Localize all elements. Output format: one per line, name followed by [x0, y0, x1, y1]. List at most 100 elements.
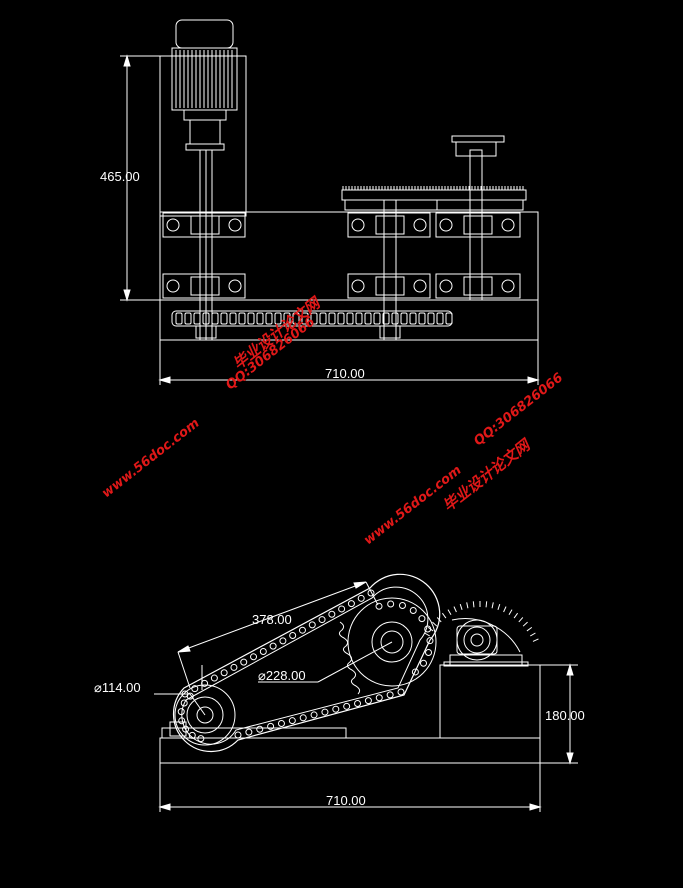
chain-roller — [321, 708, 329, 716]
chain-roller — [267, 722, 275, 730]
dim-label-465: 465.00 — [100, 169, 140, 184]
chain-roller — [298, 626, 306, 634]
chain-roller — [425, 648, 433, 656]
dim-label-top-710: 710.00 — [325, 366, 365, 381]
chain-link — [301, 312, 309, 325]
chain-roller — [332, 705, 340, 713]
bearing-block — [162, 273, 246, 299]
chain-link — [400, 312, 408, 325]
bearing-block — [347, 273, 431, 299]
chain-roller — [424, 625, 432, 633]
chain-roller — [364, 697, 372, 705]
chain-roller — [210, 674, 218, 682]
bottom-view: 378.00 ⌀114.00 ⌀228.00 180.00 — [94, 573, 585, 812]
chain-roller — [191, 685, 199, 693]
chain-roller — [188, 731, 196, 739]
chain-link — [229, 312, 237, 325]
chain-roller — [186, 692, 194, 700]
chain-link — [274, 312, 282, 325]
chain-link — [319, 312, 327, 325]
chain-roller — [178, 717, 186, 725]
chain-roller — [426, 637, 434, 645]
chain-bottom — [172, 573, 441, 753]
dim-width-top — [158, 300, 540, 385]
chain-roller — [409, 606, 417, 614]
motor — [171, 19, 238, 151]
chain-link — [418, 312, 426, 325]
dim-label-114: ⌀114.00 — [94, 680, 141, 695]
dim-label-180: 180.00 — [545, 708, 585, 723]
gear-pair — [341, 186, 527, 211]
chain-link — [346, 312, 354, 325]
chain-link — [382, 312, 390, 325]
chain-link — [256, 312, 264, 325]
bearing-block — [435, 273, 521, 299]
sector-gear-tooth — [497, 603, 501, 610]
sector-gear-tooth — [447, 609, 452, 616]
chain-roller — [256, 725, 264, 733]
chain-roller — [220, 669, 228, 677]
chain-link — [283, 312, 291, 325]
bearing-right — [443, 619, 529, 667]
chain-roller — [308, 621, 316, 629]
watermarks: 毕业设计论文网 QQ:306826066 www.56doc.com QQ:30… — [99, 292, 566, 548]
chain-link — [436, 312, 444, 325]
chain-roller — [277, 720, 285, 728]
sector-gear-arc — [451, 618, 521, 653]
chain-link — [211, 312, 219, 325]
sector-gear-tooth — [513, 612, 519, 619]
chain-link — [364, 312, 372, 325]
top-view: 465.00 710.00 — [100, 19, 540, 385]
chain-roller — [310, 711, 318, 719]
chain-roller — [279, 637, 287, 645]
motor-frame — [159, 55, 247, 217]
chain-roller — [375, 694, 383, 702]
sector-gear-tooth — [466, 602, 469, 609]
dim-label-bottom-710: 710.00 — [326, 793, 366, 808]
chain-link — [238, 312, 246, 325]
dim-label-378: 378.00 — [252, 612, 292, 627]
bearing-block — [347, 212, 431, 238]
chain-roller — [230, 663, 238, 671]
chain-link — [265, 312, 273, 325]
sector-gear-tooth — [526, 626, 533, 632]
pedestal-left — [161, 727, 347, 739]
chain-roller — [250, 653, 258, 661]
chain-roller — [387, 600, 395, 608]
sector-gear-tooth — [424, 632, 431, 637]
bearing-blocks — [162, 212, 521, 299]
dim-height-180 — [540, 663, 578, 765]
chain-roller — [245, 728, 253, 736]
sector-gear-tooth — [532, 638, 539, 642]
chain-roller — [420, 659, 428, 667]
chain-link — [328, 312, 336, 325]
chain-link — [409, 312, 417, 325]
chain-link — [247, 312, 255, 325]
chain-roller — [234, 731, 242, 739]
watermark-site-1: www.56doc.com — [99, 416, 202, 501]
chain-roller — [197, 735, 205, 743]
chain-link — [193, 312, 201, 325]
chain-roller — [328, 610, 336, 618]
sector-gear-tooth — [459, 603, 463, 610]
chain-link — [184, 312, 192, 325]
sector-gear-tooth — [508, 609, 513, 616]
sector-gear-tooth — [518, 617, 524, 623]
chain-roller — [259, 647, 267, 655]
chain-roller — [397, 688, 405, 696]
chain-roller — [398, 601, 406, 609]
sector-gear-tooth — [485, 601, 488, 608]
bearing-block — [435, 212, 521, 238]
chain-link — [373, 312, 381, 325]
chain-roller — [411, 668, 419, 676]
shaft-right — [451, 135, 505, 301]
chain-roller — [318, 616, 326, 624]
dim-small-diameter-leader — [154, 693, 206, 716]
chain-link — [445, 312, 453, 325]
base-frame — [159, 211, 539, 301]
chain-roller — [338, 605, 346, 613]
chain-link — [427, 312, 435, 325]
shaft-middle — [383, 199, 397, 341]
chain-roller — [299, 714, 307, 722]
base-block — [159, 737, 541, 764]
